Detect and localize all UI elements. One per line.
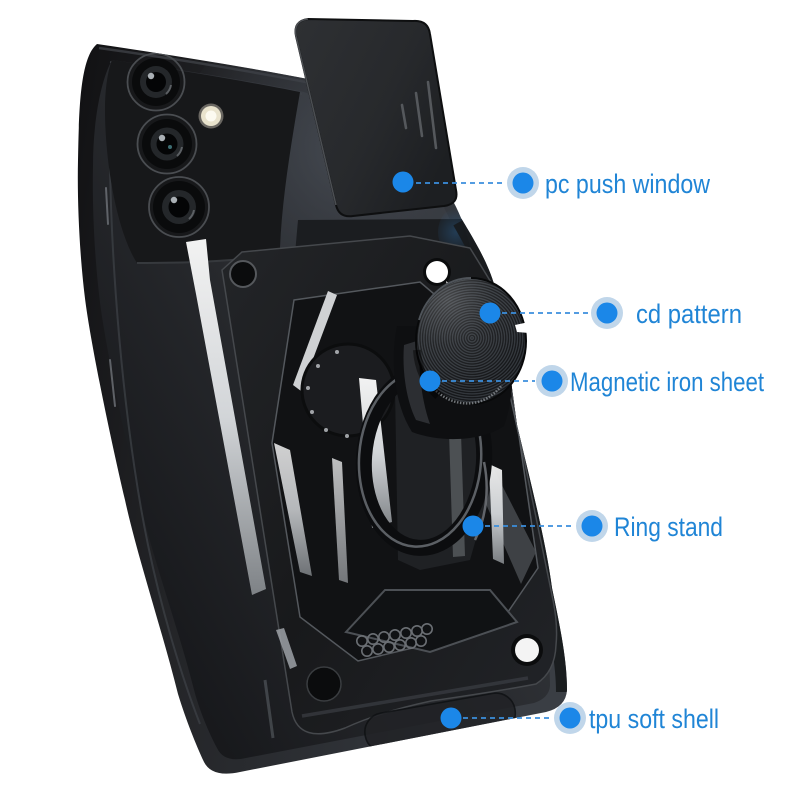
- svg-text:cd pattern: cd pattern: [636, 299, 742, 329]
- svg-text:pc push window: pc push window: [545, 169, 710, 199]
- svg-text:tpu soft shell: tpu soft shell: [589, 704, 719, 734]
- svg-text:Magnetic iron sheet: Magnetic iron sheet: [570, 367, 764, 397]
- svg-text:Ring stand: Ring stand: [614, 512, 723, 542]
